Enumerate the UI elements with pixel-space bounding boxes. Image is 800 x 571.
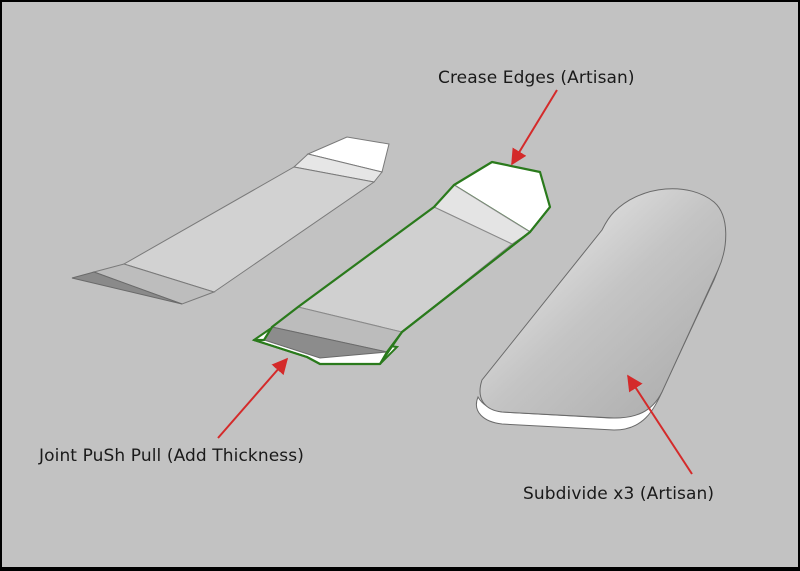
joint-arrow — [217, 357, 289, 439]
crease-edges-label: Crease Edges (Artisan) — [438, 68, 635, 88]
subdivided-board-model — [476, 188, 727, 431]
subdivide-arrow — [627, 374, 693, 475]
subdivide-label: Subdivide x3 (Artisan) — [523, 484, 715, 504]
crease-arrow — [511, 89, 558, 166]
crease-board-model — [251, 160, 552, 366]
joint-push-pull-label: Joint PuSh Pull (Add Thickness) — [39, 446, 304, 466]
base-board-model — [71, 136, 390, 305]
